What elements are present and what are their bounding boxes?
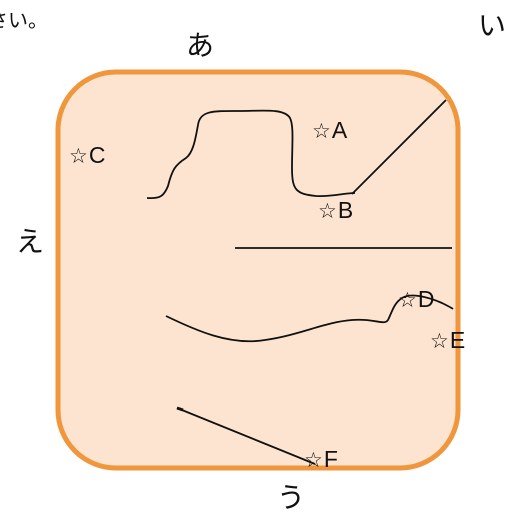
star-marker-d: ☆D [398,288,434,312]
side-label-top: あ [186,29,215,62]
rounded-square-region [55,69,461,471]
star-marker-f: ☆F [304,448,338,472]
star-icon: ☆ [318,199,337,223]
diagonal-line-bottom-start-tick [176,406,184,412]
star-marker-b: ☆B [318,199,353,223]
side-label-bottom: う [277,481,306,514]
star-marker-a: ☆A [312,119,347,143]
side-label-left: え [16,225,45,258]
straight-line-b-to-edge [351,99,447,195]
star-label-a: A [331,117,348,143]
side-label-right: い [478,9,507,42]
star-marker-e: ☆E [430,329,465,353]
star-label-b: B [337,197,354,223]
star-icon: ☆ [312,119,331,143]
star-icon: ☆ [304,448,323,472]
star-label-d: D [417,286,435,312]
star-marker-c: ☆C [69,144,105,168]
curve-line-middle [165,294,454,343]
star-label-f: F [323,446,338,472]
star-label-e: E [449,327,466,353]
star-icon: ☆ [69,144,88,168]
diagonal-line-bottom [176,407,316,465]
star-icon: ☆ [430,329,449,353]
star-label-c: C [88,142,106,168]
curve-line-top [146,109,356,200]
star-icon: ☆ [398,288,417,312]
cut-off-instruction-text: さい。 [0,8,48,32]
